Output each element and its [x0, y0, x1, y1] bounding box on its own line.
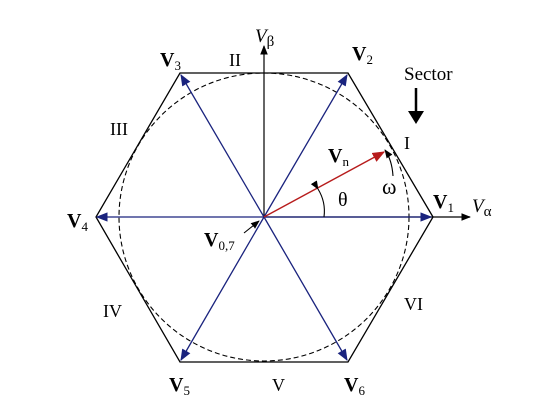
label-v4: V4 [67, 210, 88, 234]
vector-v2 [263, 73, 348, 218]
zero-vector-pointer [243, 220, 260, 234]
label-v2: V2 [352, 43, 373, 67]
sector-title: Sector [404, 64, 453, 85]
label-v1: V1 [433, 191, 454, 215]
sector-label-i: I [404, 133, 410, 153]
omega-arc [384, 149, 394, 177]
sector-label-vi: VI [404, 294, 423, 314]
label-v-alpha: Vα [472, 196, 492, 220]
theta-symbol: θ [338, 189, 348, 211]
vector-v6 [263, 216, 348, 362]
sector-label-iv: IV [103, 301, 122, 321]
sector-label-ii: II [229, 50, 241, 70]
sector-label-iii: III [110, 119, 128, 139]
label-vn: Vn [328, 145, 349, 169]
sector-arrow-head [408, 111, 424, 124]
omega-symbol: ω [382, 174, 396, 199]
vector-v3 [180, 73, 265, 218]
label-v5: V5 [169, 374, 190, 398]
label-v3: V3 [160, 49, 181, 73]
sector-label-v: V [272, 375, 285, 395]
label-v6: V6 [344, 374, 365, 398]
label-v-beta: Vβ [255, 26, 274, 50]
reference-vector [263, 151, 386, 218]
theta-arc [310, 180, 325, 218]
vector-v5 [180, 216, 265, 362]
label-v07: V0,7 [204, 229, 235, 253]
